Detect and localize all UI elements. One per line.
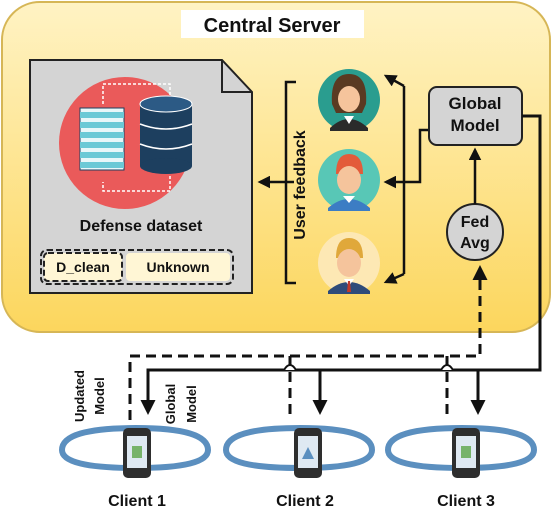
global-model-label: Model	[184, 385, 199, 423]
updated-model-label: Model	[92, 377, 107, 415]
global-model-label-line2: Model	[450, 116, 499, 135]
feedback-bracket	[284, 80, 296, 285]
hop-2	[440, 364, 454, 371]
client-1-label: Client 1	[108, 493, 166, 510]
global-label: Global	[163, 384, 178, 424]
client-2-label: Client 2	[276, 493, 334, 510]
database-icon	[139, 95, 193, 174]
paper-stack-icon	[79, 107, 125, 171]
exchange-arrow-bottom	[102, 176, 171, 192]
fedavg-label-line1: Fed	[461, 214, 489, 231]
user-businessman-icon	[318, 232, 380, 294]
updated-label: Updated	[72, 370, 87, 422]
client-1: Client 1	[59, 424, 212, 510]
user-feedback-label: User feedback	[292, 130, 309, 239]
document-fold	[221, 60, 252, 93]
tag-unknown: Unknown	[147, 259, 210, 275]
central-server-title-bg	[181, 10, 364, 38]
sync-arrow-icon	[223, 424, 376, 472]
hop-1	[283, 364, 297, 371]
client-3: Client 3	[385, 424, 538, 510]
exchange-arrow-top	[102, 83, 171, 104]
tags-outer-box	[40, 249, 234, 285]
defense-dataset-label: Defense dataset	[80, 218, 203, 235]
global-model-distribution-line	[140, 114, 542, 415]
tag-dclean: D_clean	[56, 259, 110, 275]
to-user3-arrow	[383, 272, 405, 284]
model-to-users-line	[402, 86, 428, 184]
global-model-label-line1: Global	[449, 94, 502, 113]
fedavg-label-line2: Avg	[460, 235, 490, 252]
client-2: Client 2	[223, 424, 376, 510]
updated-model-dashed-line	[128, 265, 488, 420]
user-female-icon	[318, 69, 380, 131]
sync-arrow-icon	[385, 424, 538, 472]
to-user1-arrow	[383, 74, 405, 88]
tag-unknown-box	[126, 253, 230, 281]
tag-dclean-box	[43, 252, 123, 282]
central-server-title: Central Server	[204, 15, 341, 37]
user-male-icon	[318, 149, 380, 211]
client-3-label: Client 3	[437, 493, 495, 510]
sync-arrow-icon	[59, 424, 212, 472]
